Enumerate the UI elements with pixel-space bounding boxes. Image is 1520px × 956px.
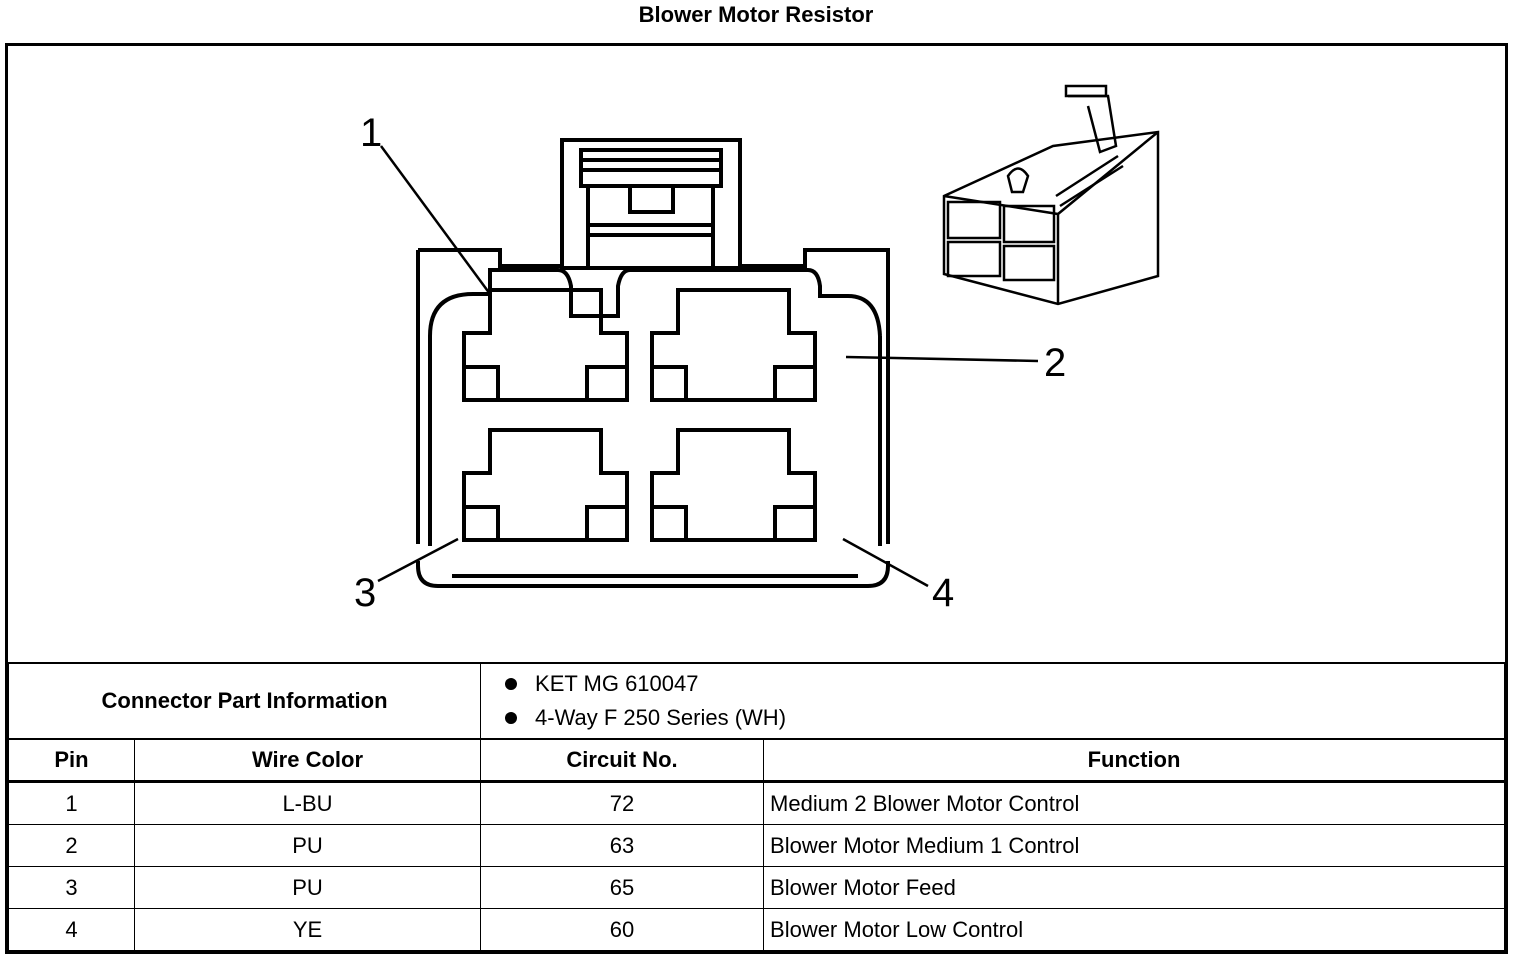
connector-part-info-values: KET MG 610047 4-Way F 250 Series (WH) [480, 662, 1505, 740]
part-number: KET MG 610047 [535, 671, 699, 696]
cell-wire-color: PU [133, 824, 482, 867]
terminal-cavity-4 [650, 428, 817, 542]
callout-4: 4 [932, 571, 954, 615]
table-row: 3 PU 65 Blower Motor Feed [8, 866, 1505, 909]
cell-circuit: 60 [480, 908, 765, 951]
cell-pin: 1 [8, 781, 135, 825]
connector-isometric-view-icon [942, 84, 1160, 306]
callout-3: 3 [354, 571, 376, 615]
table-row: 1 L-BU 72 Medium 2 Blower Motor Control [8, 781, 1505, 825]
cell-function: Medium 2 Blower Motor Control [763, 781, 1505, 825]
cell-pin: 3 [8, 866, 135, 909]
connector-face-view-icon: 1 2 3 4 [354, 84, 1160, 615]
bullet-icon [505, 678, 518, 690]
pinout-table: Connector Part Information KET MG 610047… [7, 662, 1505, 951]
terminal-cavity-2 [650, 288, 817, 402]
table-header-row: Pin Wire Color Circuit No. Function [8, 738, 1505, 783]
part-series: 4-Way F 250 Series (WH) [535, 705, 787, 730]
cell-wire-color: YE [133, 908, 482, 951]
bullet-icon [505, 712, 518, 724]
part-info-item: KET MG 610047 [505, 667, 1504, 701]
diagram-frame: 1 2 3 4 Conn [5, 43, 1508, 954]
table-row: 2 PU 63 Blower Motor Medium 1 Control [8, 824, 1505, 867]
terminal-cavity-1 [462, 288, 629, 402]
leader-line-3 [377, 537, 459, 583]
leader-line-4 [842, 537, 929, 588]
cell-function: Blower Motor Medium 1 Control [763, 824, 1505, 867]
cell-pin: 2 [8, 824, 135, 867]
connector-part-info-row: Connector Part Information KET MG 610047… [7, 662, 1505, 740]
cell-circuit: 72 [480, 781, 765, 825]
cell-pin: 4 [8, 908, 135, 951]
cell-wire-color: L-BU [133, 781, 482, 825]
leader-line-1 [379, 145, 492, 295]
terminal-cavity-3 [462, 428, 629, 542]
cell-function: Blower Motor Low Control [763, 908, 1505, 951]
page-title: Blower Motor Resistor [638, 2, 874, 27]
cell-wire-color: PU [133, 866, 482, 909]
table-row: 4 YE 60 Blower Motor Low Control [8, 908, 1505, 951]
header-wire-color: Wire Color [133, 738, 482, 783]
callout-2: 2 [1044, 341, 1066, 385]
connector-part-info-label: Connector Part Information [7, 662, 482, 740]
part-info-item: 4-Way F 250 Series (WH) [505, 701, 1504, 735]
callout-1: 1 [360, 111, 382, 155]
cell-circuit: 65 [480, 866, 765, 909]
cell-function: Blower Motor Feed [763, 866, 1505, 909]
leader-line-2 [845, 355, 1039, 363]
header-pin: Pin [8, 738, 135, 783]
header-function: Function [763, 738, 1505, 783]
header-circuit-no: Circuit No. [480, 738, 765, 783]
connector-diagram: 1 2 3 4 [8, 46, 1505, 662]
cell-circuit: 63 [480, 824, 765, 867]
